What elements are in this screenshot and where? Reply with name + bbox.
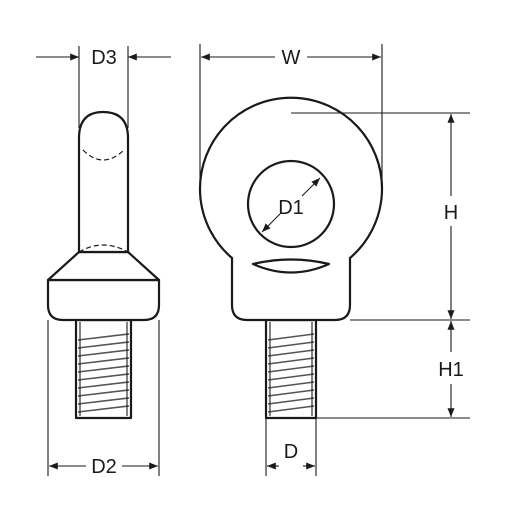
side-view-eye-shank <box>77 110 130 254</box>
dimension-d: D <box>265 418 317 476</box>
front-view <box>198 96 384 420</box>
side-view-collar <box>46 278 161 322</box>
dimension-label-d3: D3 <box>91 47 117 69</box>
side-view <box>46 110 161 420</box>
side-view-neck-taper <box>46 250 161 282</box>
dimension-d3: D3 <box>36 46 171 128</box>
dimension-w: W <box>199 44 383 200</box>
dimension-label-d: D <box>284 441 298 463</box>
side-view-thread-lines <box>77 322 130 416</box>
dimension-label-h1: H1 <box>438 359 464 381</box>
front-view-crescent <box>251 258 331 274</box>
dimension-label-h: H <box>444 202 458 224</box>
dimension-h: H <box>291 112 470 321</box>
dimension-d2: D2 <box>47 320 160 478</box>
dimension-h1: H1 <box>316 321 470 419</box>
dimension-label-w: W <box>282 47 301 69</box>
dimension-label-d1: D1 <box>278 197 304 219</box>
side-view-hidden-collar <box>78 244 129 253</box>
dimension-d1: D1 <box>261 177 321 233</box>
dimension-label-d2: D2 <box>91 456 117 478</box>
front-view-thread-lines <box>267 322 315 416</box>
side-view-hidden-hole <box>82 149 125 161</box>
